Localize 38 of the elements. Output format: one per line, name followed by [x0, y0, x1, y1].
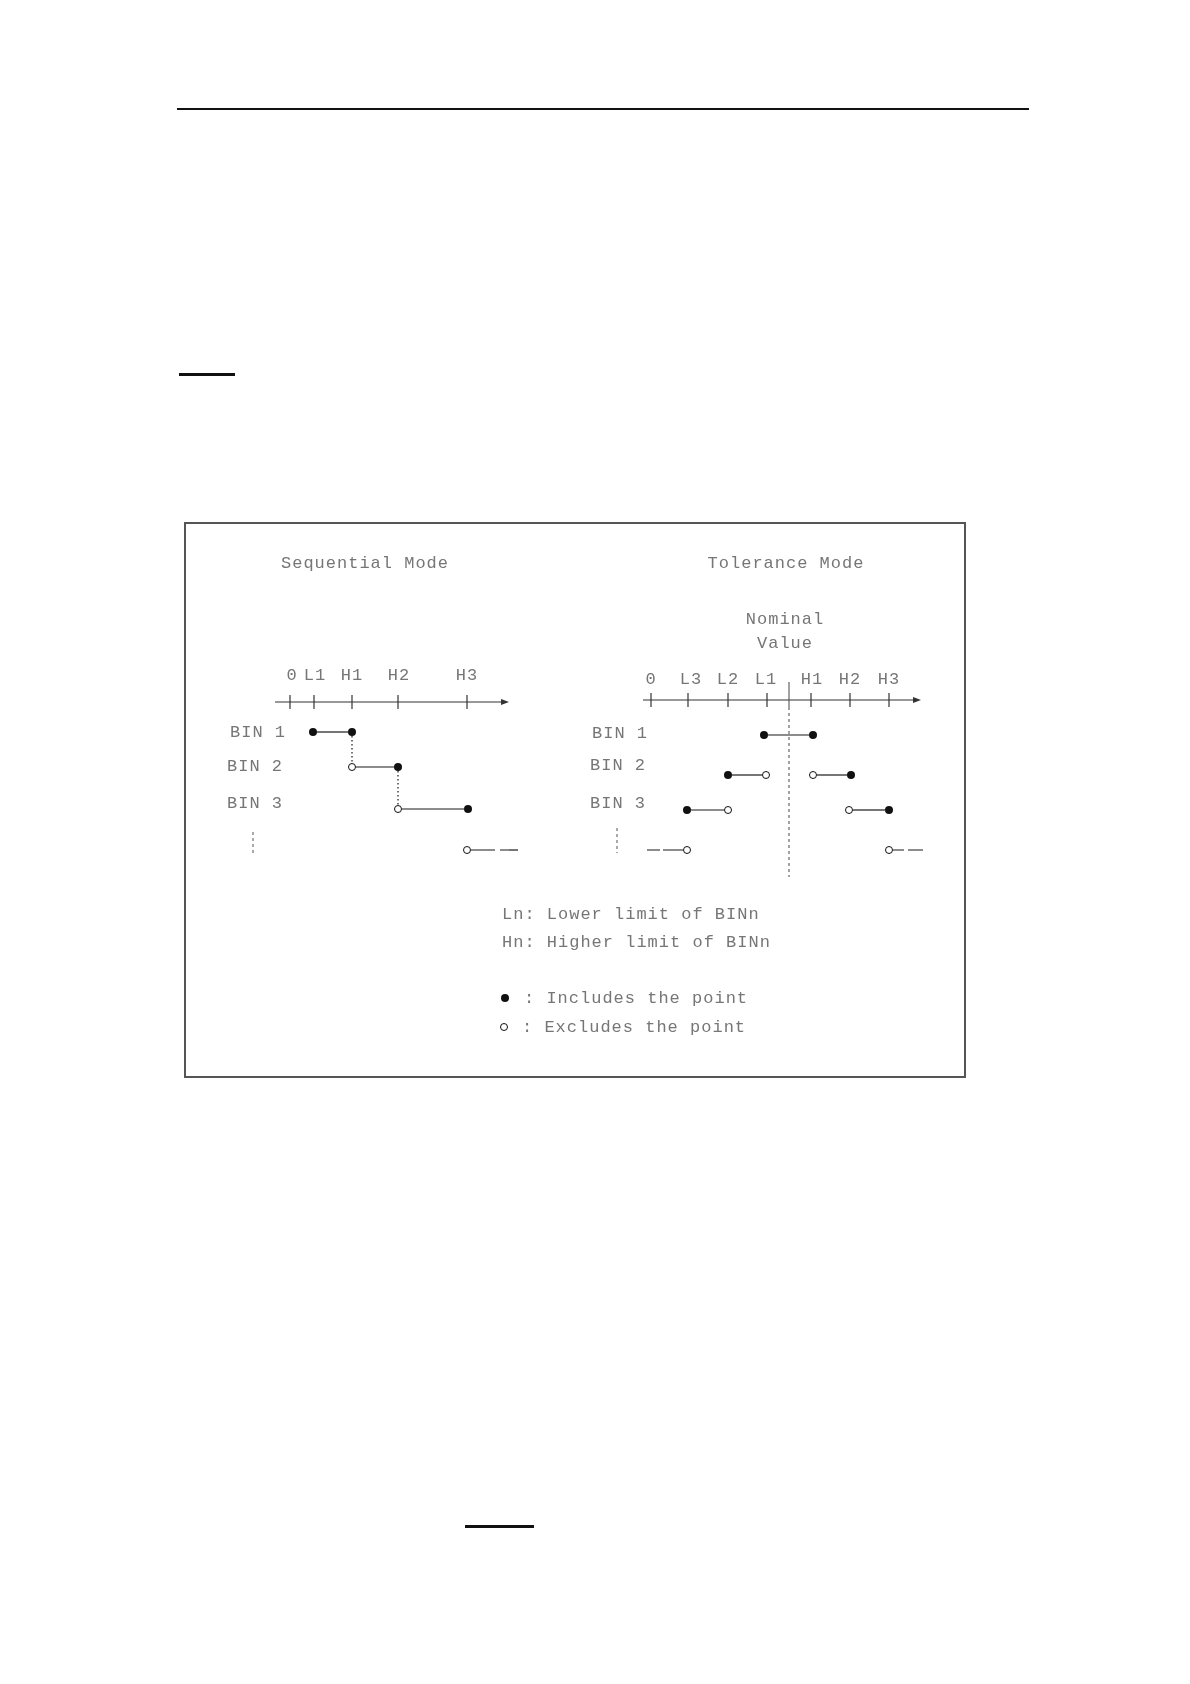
bin-label: BIN 2 [227, 757, 283, 775]
axis-tick-label: H3 [877, 670, 901, 688]
axis-tick-label: H1 [340, 666, 364, 684]
interval-line [316, 731, 349, 733]
bin-label: BIN 1 [230, 723, 286, 741]
interval-line [355, 766, 395, 768]
legend-text: : Includes the point [524, 989, 749, 1007]
interval-line [401, 808, 465, 810]
axis-tick-label: 0 [286, 666, 298, 684]
dotted-connector-line [351, 735, 353, 764]
axis-tick-label: L1 [303, 666, 327, 684]
interval-line [816, 774, 848, 776]
bin-label: BIN 1 [592, 724, 648, 742]
nominal-value-label: Nominal Value [744, 609, 826, 655]
axis-tick-label: H2 [387, 666, 411, 684]
axis-tick-label: H2 [838, 670, 862, 688]
legend-text: : Excludes the point [522, 1018, 747, 1036]
interval-line [731, 774, 763, 776]
axis-tick-label: L3 [679, 670, 703, 688]
bin-label: BIN 3 [227, 794, 283, 812]
panel-title: Tolerance Mode [707, 554, 865, 572]
definition-note: Hn: Higher limit of BINn [502, 933, 771, 951]
interval-line [767, 734, 810, 736]
bin-label: BIN 3 [590, 794, 646, 812]
axis-tick-label: H3 [455, 666, 479, 684]
interval-line [690, 809, 725, 811]
definition-note: Ln: Lower limit of BINn [502, 905, 760, 923]
panel-title: Sequential Mode [281, 554, 449, 572]
axis-tick-label: L1 [754, 670, 778, 688]
axis-tick-label: H1 [800, 670, 824, 688]
continuation-line [646, 849, 684, 851]
interval-line [852, 809, 886, 811]
axis-tick-label: 0 [645, 670, 657, 688]
continuation-line [470, 849, 519, 851]
dotted-connector-line [397, 770, 399, 806]
continuation-line [892, 849, 924, 851]
axis-tick-label: L2 [716, 670, 740, 688]
bin-label: BIN 2 [590, 756, 646, 774]
